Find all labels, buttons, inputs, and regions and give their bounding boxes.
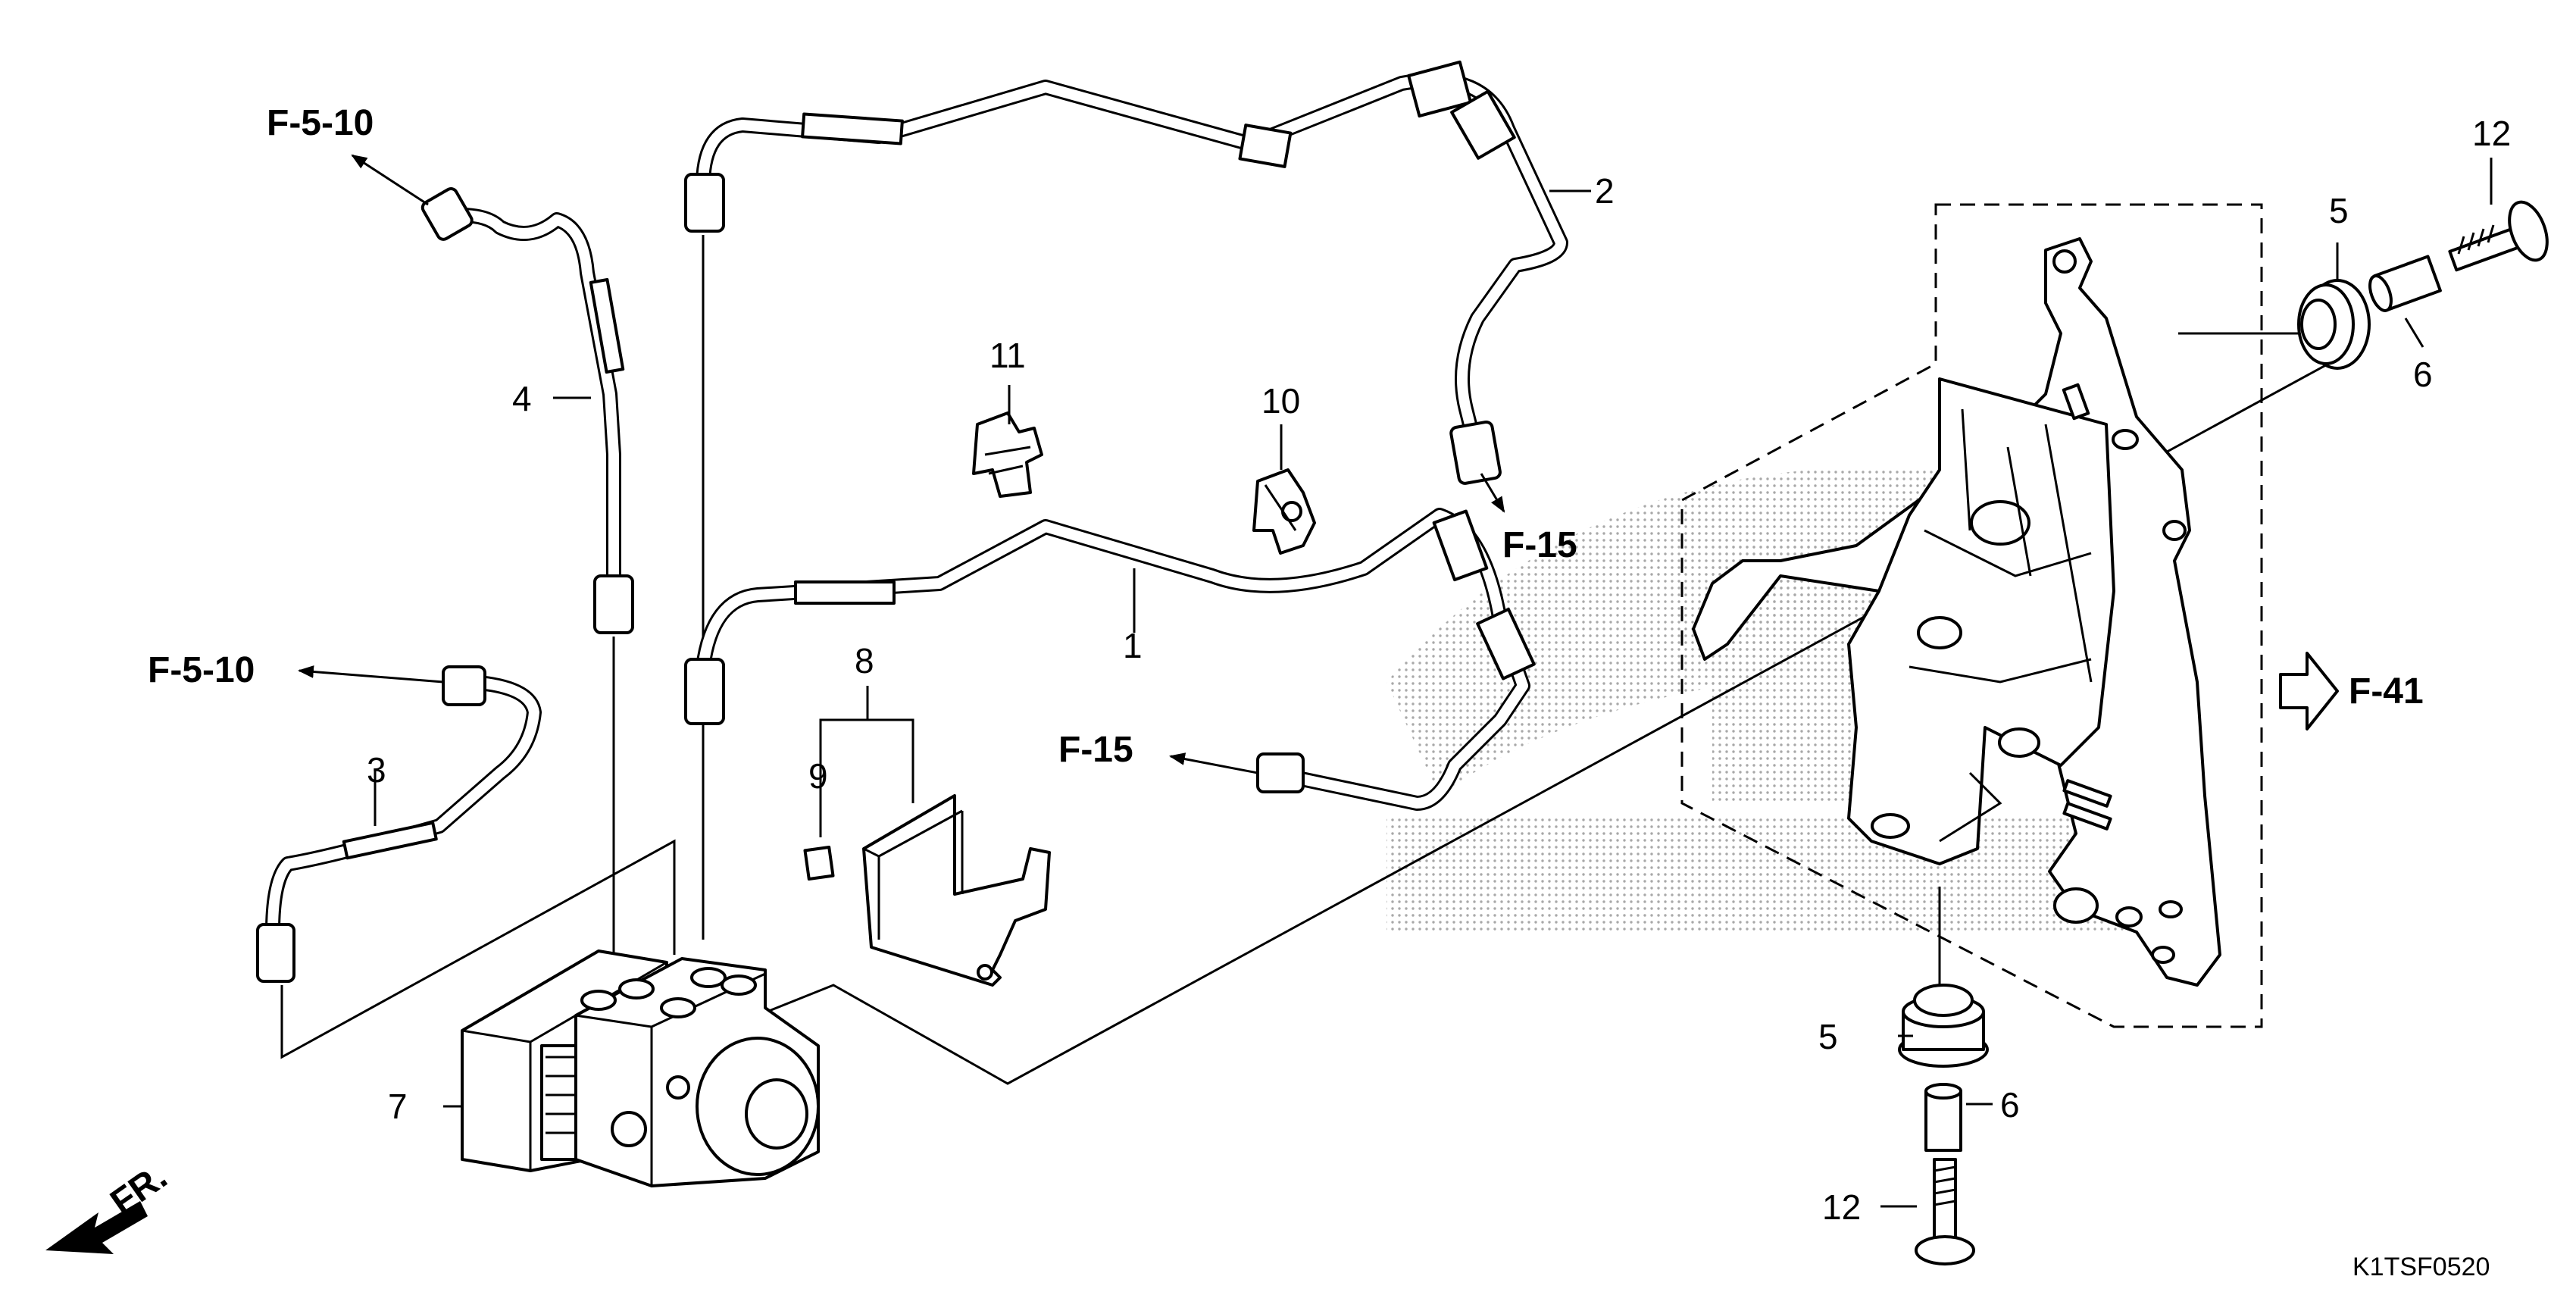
bracket-leader-8	[819, 686, 914, 837]
part-number-5-lower: 5	[1818, 1017, 1838, 1056]
ref-f41: F-41	[2349, 671, 2424, 712]
part-number-6-lower: 6	[2000, 1085, 2020, 1125]
part-number-11: 11	[989, 336, 1026, 375]
abs-modulator-7	[461, 949, 820, 1187]
brake-pipe-4	[420, 187, 634, 634]
part-number-8: 8	[855, 641, 874, 680]
pad-9	[803, 845, 835, 881]
part-number-6-upper: 6	[2413, 355, 2433, 394]
pipe-clamp-10	[1252, 468, 1316, 555]
abs-mount-frame	[1692, 237, 2221, 987]
ref-f5-10-upper: F-5-10	[267, 103, 374, 143]
part-number-9: 9	[808, 756, 828, 796]
brake-pipe-3	[256, 665, 542, 983]
collar-6-upper	[2368, 255, 2442, 312]
part-number-5-upper: 5	[2329, 191, 2349, 230]
part-number-10: 10	[1261, 381, 1300, 421]
diagram-code: K1TSF0520	[2352, 1253, 2490, 1281]
part-number-4: 4	[512, 379, 532, 418]
collar-6-lower	[1924, 1083, 1962, 1152]
bolt-12-lower	[1915, 1158, 1975, 1265]
front-label: FR.	[103, 1156, 174, 1223]
brake-pipe-1	[684, 508, 1536, 811]
part-number-2: 2	[1595, 171, 1615, 211]
front-direction-arrow-icon	[45, 1201, 148, 1254]
part-number-1: 1	[1123, 626, 1143, 665]
grommet-5-upper	[2297, 279, 2371, 370]
grommet-5-lower	[1898, 984, 1989, 1068]
frame-boundary	[1680, 203, 2263, 1028]
bolt-12-upper	[2448, 200, 2549, 272]
ref-f5-10-lower: F-5-10	[148, 650, 255, 690]
reference-arrows	[297, 154, 1505, 774]
part-number-12-lower: 12	[1822, 1187, 1861, 1227]
part-number-12-upper: 12	[2472, 114, 2511, 153]
part-leaders	[374, 158, 2493, 1208]
f41-arrow-icon	[2279, 652, 2339, 730]
part-number-7: 7	[388, 1087, 408, 1126]
brake-pipe-2	[684, 60, 1568, 485]
pipe-clamp-11	[972, 411, 1043, 498]
abs-bracket-8	[862, 794, 1051, 987]
part-number-3: 3	[367, 750, 386, 790]
ref-f15-right: F-15	[1502, 525, 1577, 565]
ref-f15-mid: F-15	[1058, 730, 1133, 770]
